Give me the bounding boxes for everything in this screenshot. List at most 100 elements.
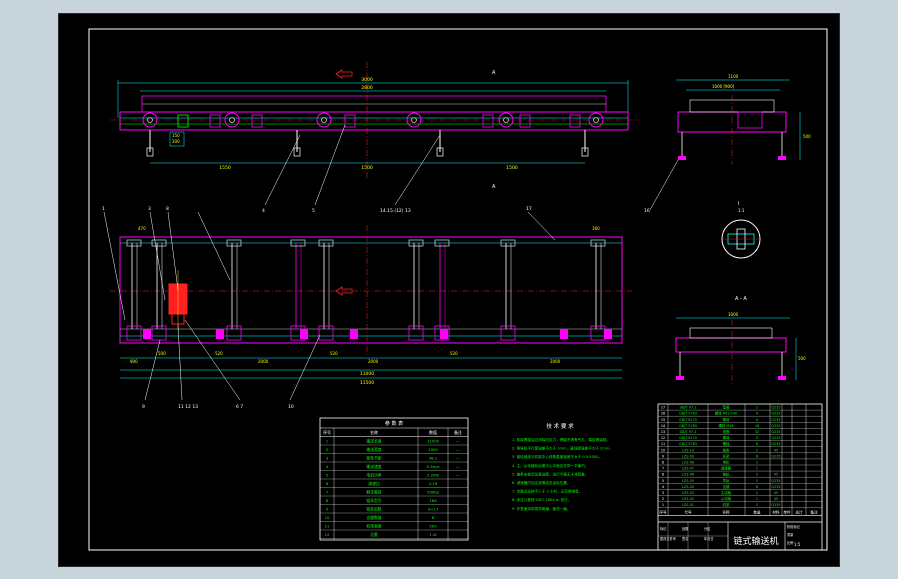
params-header-cell: 数值 <box>429 429 437 435</box>
params-cell: 额定载荷 <box>366 490 381 495</box>
bom-cell: 32 <box>755 430 759 434</box>
bom-cell: LZS-08 <box>682 461 694 465</box>
bom-cell: 45 <box>774 491 778 495</box>
params-header-cell: 备注 <box>454 429 462 435</box>
tech-requirement-line: 9. 外表面涂防锈漆两遍，面漆一遍。 <box>512 506 570 511</box>
bom-cell: GB/T 97.1 <box>680 406 697 410</box>
dim-side-top: 1100 <box>728 74 739 79</box>
tech-requirements: 技 术 要 求 1. 机架焊接后应消除内应力，焊缝不得有气孔、裂纹等缺陷。2. … <box>512 422 613 511</box>
bom-cell: 螺栓 M12×40 <box>715 411 737 416</box>
params-cell: 7 <box>326 490 329 495</box>
sprocket-icon <box>406 112 422 128</box>
front-elevation: 3000 2800 A 1550 1500 1500 <box>110 62 640 190</box>
bom-footer-cell: 总计 <box>795 510 803 515</box>
crossmember <box>318 239 334 341</box>
bom-cell: 电机 <box>723 460 730 465</box>
crossmember <box>500 239 516 341</box>
dim-plan-total-2: 11500 <box>360 380 374 386</box>
dim-plan-total-1: 11000 <box>360 371 374 377</box>
bom-cell: 减速器 <box>721 466 732 471</box>
bom-cell: LZS-06 <box>682 473 694 477</box>
bom-footer-cell: 单件 <box>783 510 791 515</box>
params-cell: 8 <box>432 515 435 520</box>
params-cell: 6 <box>326 481 329 486</box>
drawing-sheet <box>58 13 840 567</box>
params-cell: 8 <box>326 498 329 503</box>
drawing-scale: 1:5 <box>794 542 801 547</box>
bom-cell: 14 <box>661 424 665 428</box>
params-cell: 10 <box>325 515 330 520</box>
part-balloon: 6 7 <box>236 404 243 410</box>
bom-footer-cell: 数量 <box>753 510 761 515</box>
part-balloon: 4 <box>262 208 265 214</box>
bom-cell: 螺母 <box>723 435 730 440</box>
bom-cell: 6 <box>662 473 664 477</box>
bom-cell: 45 <box>774 497 778 501</box>
params-cell: 链条节距 <box>366 456 381 461</box>
bolt-pad <box>300 329 308 339</box>
bom-cell: 1 <box>756 467 758 471</box>
bom-cell: 2 <box>756 479 758 483</box>
title-block-label: 年月日 <box>704 536 714 541</box>
bom-cell: 垫圈 <box>723 429 730 434</box>
bracket <box>177 114 189 128</box>
section-view: A - A 1000 500 <box>675 296 806 385</box>
bolt-pad <box>604 329 612 339</box>
part-balloon: 5 <box>312 208 315 214</box>
bom-cell: 4 <box>756 418 758 422</box>
sprocket-icon <box>224 112 240 128</box>
params-cell: 4 <box>326 464 329 469</box>
crossmember <box>408 239 424 341</box>
bom-cell: 2 <box>756 448 758 452</box>
support-leg <box>581 130 589 157</box>
bom-cell: LZS-09 <box>682 454 694 458</box>
bom-cell: 13 <box>661 430 665 434</box>
params-cell: — <box>456 439 460 444</box>
bom-cell: 2 <box>756 473 758 477</box>
bom-footer-cell: 名称 <box>722 510 730 515</box>
dim-side-mid: 1000 [900] <box>712 84 735 89</box>
bom-cell: LZS-03 <box>682 491 694 495</box>
bom-cell: Q235 <box>771 436 780 440</box>
bom-cell: 1 <box>662 503 664 507</box>
crossmember <box>434 239 450 341</box>
params-cell: 输送长度 <box>366 439 381 444</box>
dim-section-right: 500 <box>798 356 806 361</box>
bom-cell: 主动轴 <box>721 490 732 495</box>
bom-cell: GB/T 5783 <box>679 412 697 416</box>
title-block-label: 标记 <box>660 526 667 531</box>
params-header-cell: 序号 <box>323 429 331 435</box>
support-leg <box>146 130 154 157</box>
crossmember <box>226 239 242 341</box>
dim-side-right: 500 <box>803 134 811 139</box>
bracket <box>482 114 494 128</box>
bom-cell: Q235 <box>771 412 780 416</box>
params-cell: — <box>456 473 460 478</box>
params-cell: 1 <box>326 439 329 444</box>
params-cell: 1:29 <box>429 481 438 486</box>
part-balloon: 10 <box>288 404 294 410</box>
bom-cell: 45 <box>774 448 778 452</box>
dim-plan-c: 520 <box>215 351 223 356</box>
part-balloon: 3 <box>148 206 151 212</box>
bom-cell: 8 <box>756 485 758 489</box>
bom-cell: 导轨 <box>723 478 730 483</box>
part-balloon: 16 <box>644 208 650 214</box>
title-block-label: 分区 <box>704 526 711 531</box>
bom-cell: 9 <box>662 454 664 458</box>
bom-cell: 螺母 <box>723 417 730 422</box>
dim-plan-f: 2000 <box>368 359 379 364</box>
bom-cell: Q235 <box>771 503 780 507</box>
bom-cell: 1 <box>756 497 758 501</box>
bom-cell: 15 <box>661 418 665 422</box>
plan-view: 900 500 520 2000 520 2000 520 2000 11000… <box>110 225 632 386</box>
bracket <box>519 114 531 128</box>
dim-plan-d: 2000 <box>258 359 269 364</box>
bom-cell: 支腿 <box>723 484 730 489</box>
tech-requirement-line: 6. 减速器内加注润滑油至油标位置。 <box>512 480 570 485</box>
part-balloon: 9 <box>142 404 145 410</box>
dim-plan-g: 520 <box>450 351 458 356</box>
dim-plan-h: 2000 <box>550 359 561 364</box>
